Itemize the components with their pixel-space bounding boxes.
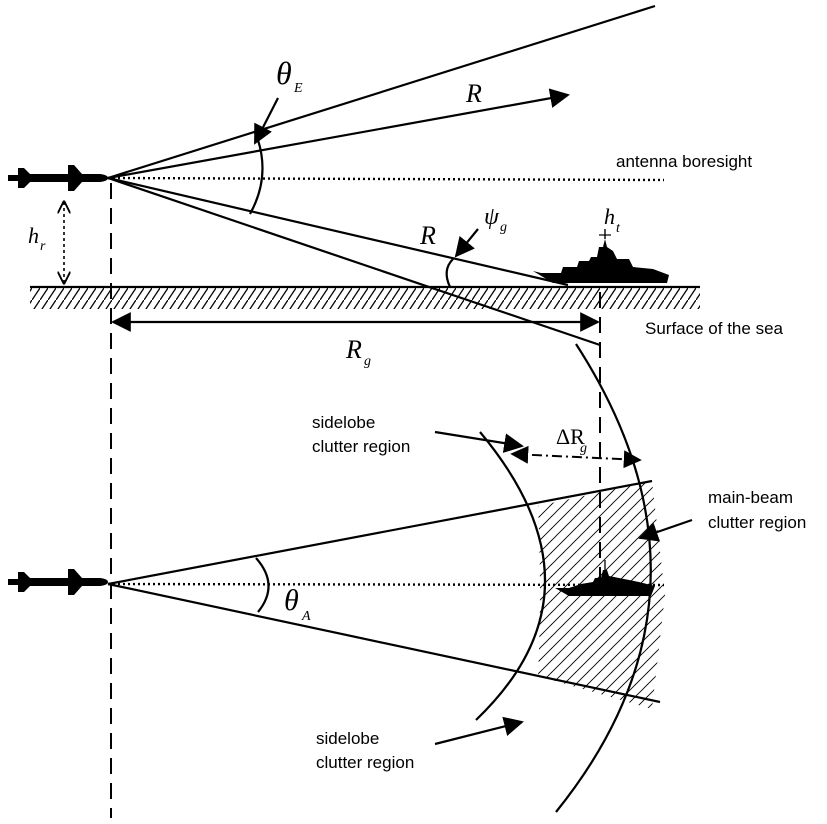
slant-range-label-mid: R <box>419 221 436 250</box>
sidelobe-top-label-line2: clutter region <box>312 437 410 456</box>
radar-height-subscript: r <box>40 239 46 254</box>
beam-upper-edge <box>107 4 656 180</box>
sidelobe-top-pointer <box>434 430 524 453</box>
theta-e-subscript: E <box>293 81 303 96</box>
azimuth-beam-lower-edge <box>107 582 661 704</box>
ground-range-label: R <box>345 335 362 364</box>
theta-a-subscript: A <box>301 609 311 624</box>
inner-range-arc <box>475 431 547 721</box>
slant-range-ray-lower <box>107 176 569 287</box>
antenna-boresight-line <box>107 176 665 182</box>
elevation-angle-arc <box>249 139 264 215</box>
ground-range-subscript: g <box>364 354 371 369</box>
main-beam-pointer <box>638 518 693 542</box>
grazing-angle-label: ψ <box>484 204 500 230</box>
azimuth-beam-upper-edge <box>107 479 653 586</box>
elevation-view <box>8 4 700 818</box>
slant-range-label-top: R <box>465 79 482 108</box>
target-height-label: h <box>604 204 615 229</box>
main-beam-label-line2: clutter region <box>708 513 806 532</box>
range-resolution-label: ΔR <box>556 424 585 449</box>
missile-icon <box>8 165 108 191</box>
outer-range-arc <box>555 343 652 813</box>
sidelobe-bottom-pointer <box>434 716 524 746</box>
sea-surface-hatch <box>30 287 700 309</box>
beam-lower-edge <box>107 176 601 347</box>
antenna-boresight-label: antenna boresight <box>616 152 752 171</box>
azimuth-angle-arc <box>255 557 270 613</box>
target-height-subscript: t <box>616 221 621 236</box>
sea-surface-label: Surface of the sea <box>645 319 784 338</box>
grazing-angle-arc <box>445 258 454 288</box>
grazing-angle-subscript: g <box>500 220 507 235</box>
sidelobe-bottom-label-line1: sidelobe <box>316 729 379 748</box>
ship-icon <box>533 229 669 283</box>
theta-a-label: θ <box>284 584 299 617</box>
radar-height-label: h <box>28 223 39 248</box>
range-resolution-arrow <box>510 445 642 469</box>
sidelobe-bottom-label-line2: clutter region <box>316 753 414 772</box>
plan-view <box>8 343 693 813</box>
main-beam-label-line1: main-beam <box>708 488 793 507</box>
range-resolution-subscript: g <box>580 441 587 456</box>
sidelobe-top-label-line1: sidelobe <box>312 413 375 432</box>
psi-g-pointer <box>454 228 479 258</box>
theta-e-pointer <box>254 97 279 145</box>
ship-icon <box>555 560 655 596</box>
slant-range-ray-upper <box>107 88 570 180</box>
labels: θ E R antenna boresight h r R ψ g h t Su… <box>28 55 806 772</box>
missile-icon <box>8 569 108 595</box>
theta-e-label: θ <box>276 55 292 91</box>
